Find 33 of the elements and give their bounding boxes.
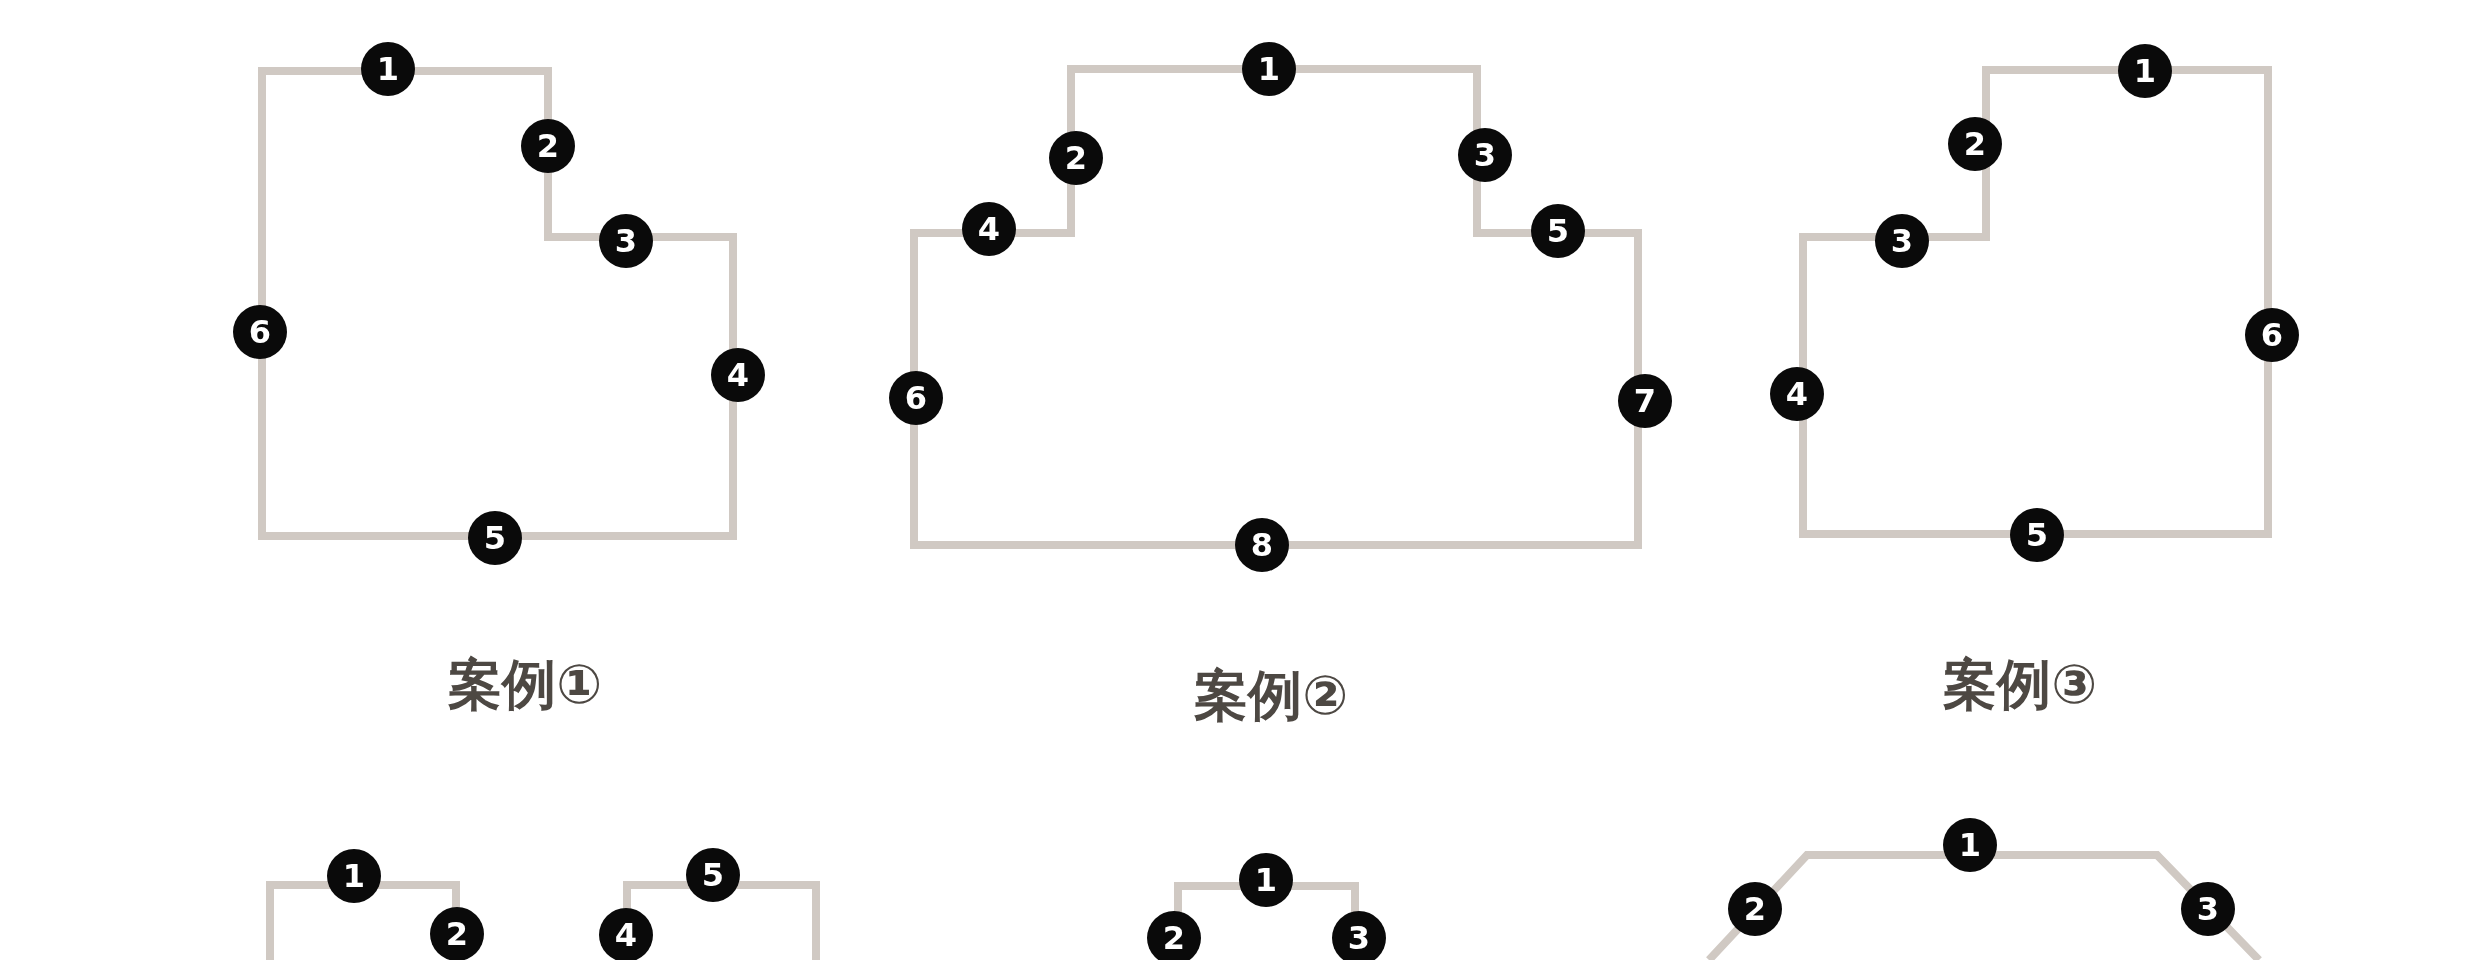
callout-number: 5	[1531, 204, 1585, 258]
callout-number: 8	[1235, 518, 1289, 572]
callout-number: 6	[233, 305, 287, 359]
callout-number: 4	[599, 908, 653, 960]
callout-number: 2	[1728, 882, 1782, 936]
callout-number: 2	[1147, 911, 1201, 960]
callout-number: 6	[889, 371, 943, 425]
callout-number: 2	[430, 907, 484, 960]
callout-number: 3	[1875, 214, 1929, 268]
case-caption: 案例①	[448, 655, 602, 715]
callout-number: 3	[1458, 128, 1512, 182]
callout-number: 5	[468, 511, 522, 565]
callout-number: 3	[2181, 882, 2235, 936]
callout-number: 2	[1049, 131, 1103, 185]
callout-number: 1	[1242, 42, 1296, 96]
callout-number: 1	[2118, 44, 2172, 98]
callout-number: 7	[1618, 374, 1672, 428]
callout-number: 4	[1770, 367, 1824, 421]
callout-number: 3	[1332, 911, 1386, 960]
callout-number: 1	[327, 849, 381, 903]
case-caption: 案例③	[1943, 655, 2097, 715]
callout-number: 3	[599, 214, 653, 268]
callout-number: 4	[711, 348, 765, 402]
callout-number: 4	[962, 202, 1016, 256]
callout-number: 5	[686, 848, 740, 902]
callout-number: 2	[521, 119, 575, 173]
callout-number: 1	[1239, 853, 1293, 907]
case-caption: 案例②	[1194, 666, 1348, 726]
callout-number: 1	[361, 42, 415, 96]
callout-number: 6	[2245, 308, 2299, 362]
callout-number: 2	[1948, 117, 2002, 171]
callout-number: 5	[2010, 508, 2064, 562]
callout-number: 1	[1943, 818, 1997, 872]
